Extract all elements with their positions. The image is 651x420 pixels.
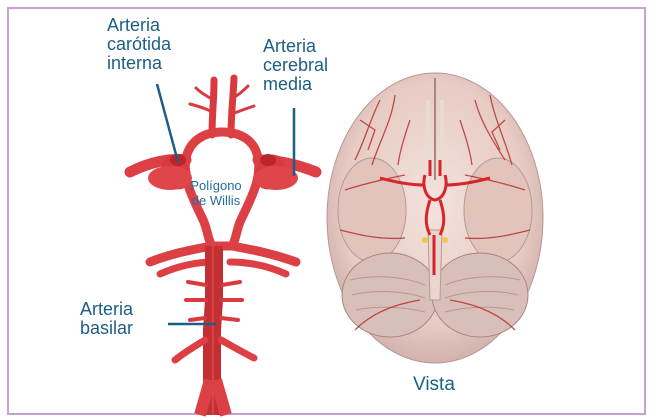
basilar-artery-label: Arteria basilar (80, 300, 133, 338)
circle-of-willis-label: Polígono de Willis (170, 178, 262, 208)
carotid-leader-line (157, 84, 178, 162)
brain-inferior-view-illustration (327, 73, 543, 363)
middle-cerebral-artery-label: Arteria cerebral media (263, 37, 328, 94)
circle-of-willis-illustration (130, 78, 316, 415)
view-caption: Vista (413, 375, 455, 394)
carotid-artery-label: Arteria carótida interna (107, 16, 171, 73)
